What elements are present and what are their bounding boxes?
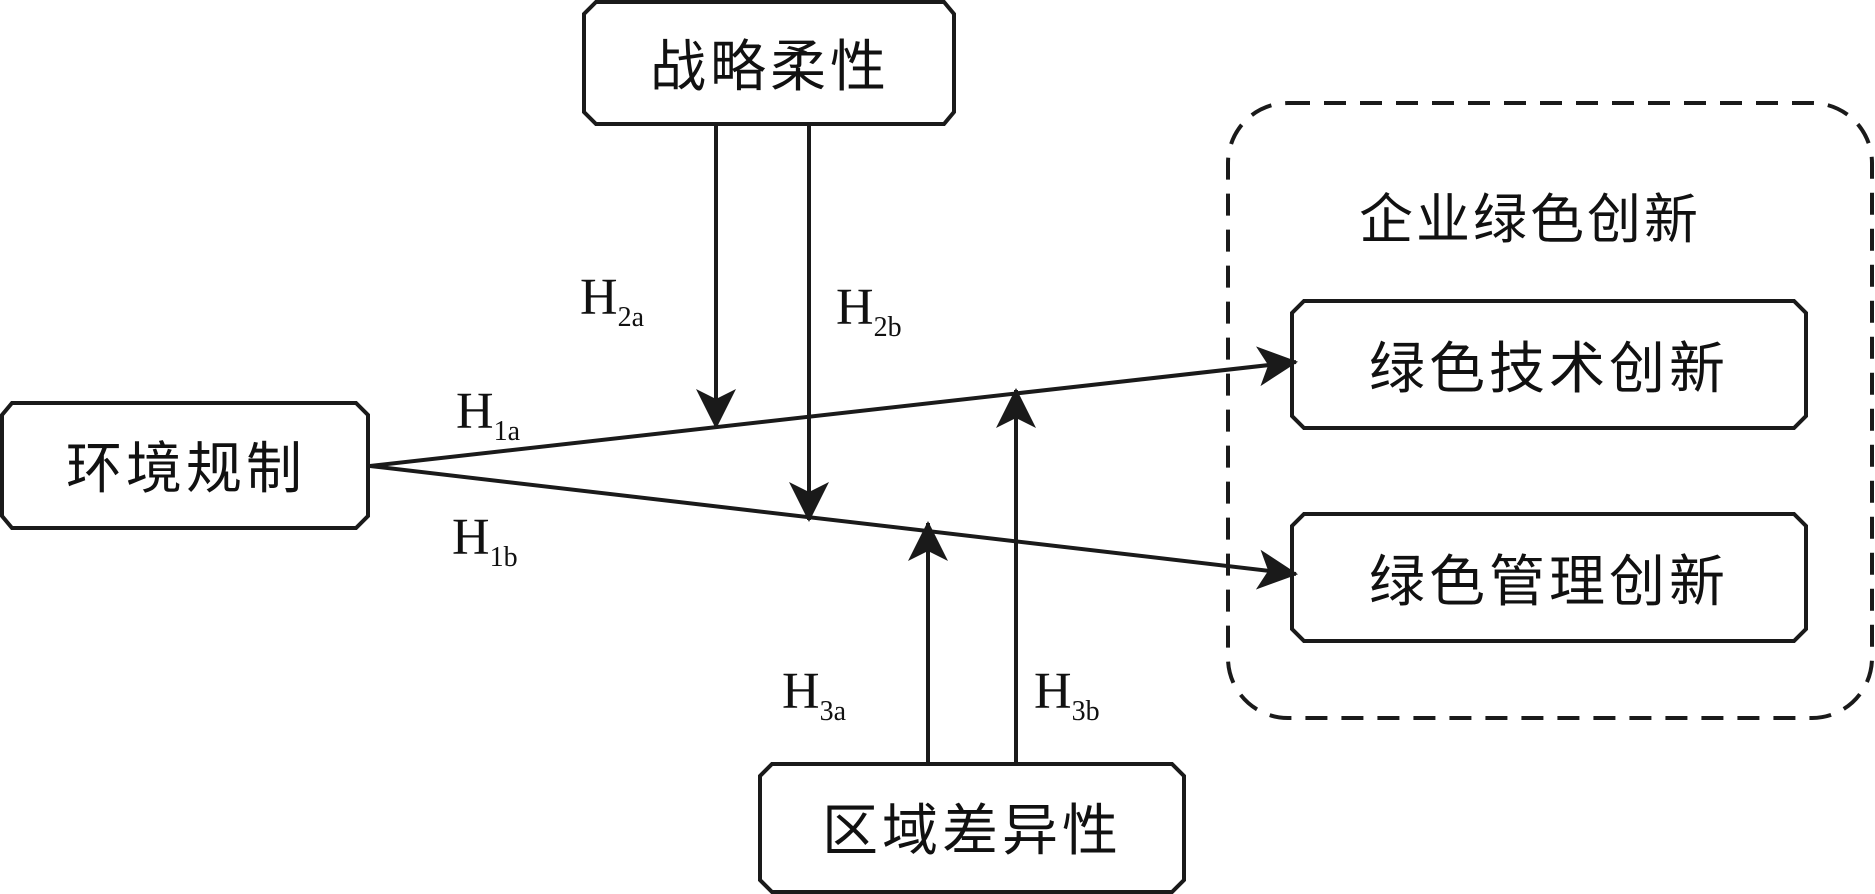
h1a-arrow <box>369 346 1298 468</box>
strategic-flexibility-box <box>582 0 956 126</box>
h3a-label: H3a <box>782 663 847 727</box>
green-mgmt-innovation-node: 绿色管理创新 <box>1290 512 1808 643</box>
regional-difference-node: 区域差异性 <box>758 762 1186 894</box>
green-innovation-group-label: 企业绿色创新 <box>1359 188 1701 251</box>
h1a-label: H1a <box>456 383 521 447</box>
green-innovation-group: 企业绿色创新 <box>1226 101 1874 720</box>
environmental-regulation-node: 环境规制 <box>0 401 370 530</box>
strategic-flexibility-label: 战略柔性 <box>650 35 890 100</box>
regional-difference-label: 区域差异性 <box>822 799 1122 864</box>
green-innovation-group-border <box>1226 101 1874 720</box>
environmental-regulation-box <box>0 401 370 530</box>
h1b-label: H1b <box>452 509 518 573</box>
h2a-label: H2a <box>580 269 645 333</box>
h2b-label: H2b <box>836 279 902 343</box>
h1b-arrow <box>369 464 1298 590</box>
green-mgmt-innovation-label: 绿色管理创新 <box>1369 550 1729 615</box>
green-tech-innovation-label: 绿色技术创新 <box>1369 337 1729 402</box>
regional-difference-box <box>758 762 1186 894</box>
environmental-regulation-label: 环境规制 <box>66 437 306 502</box>
green-tech-innovation-node: 绿色技术创新 <box>1290 299 1808 430</box>
h3b-label: H3b <box>1034 663 1100 727</box>
strategic-flexibility-node: 战略柔性 <box>582 0 956 126</box>
